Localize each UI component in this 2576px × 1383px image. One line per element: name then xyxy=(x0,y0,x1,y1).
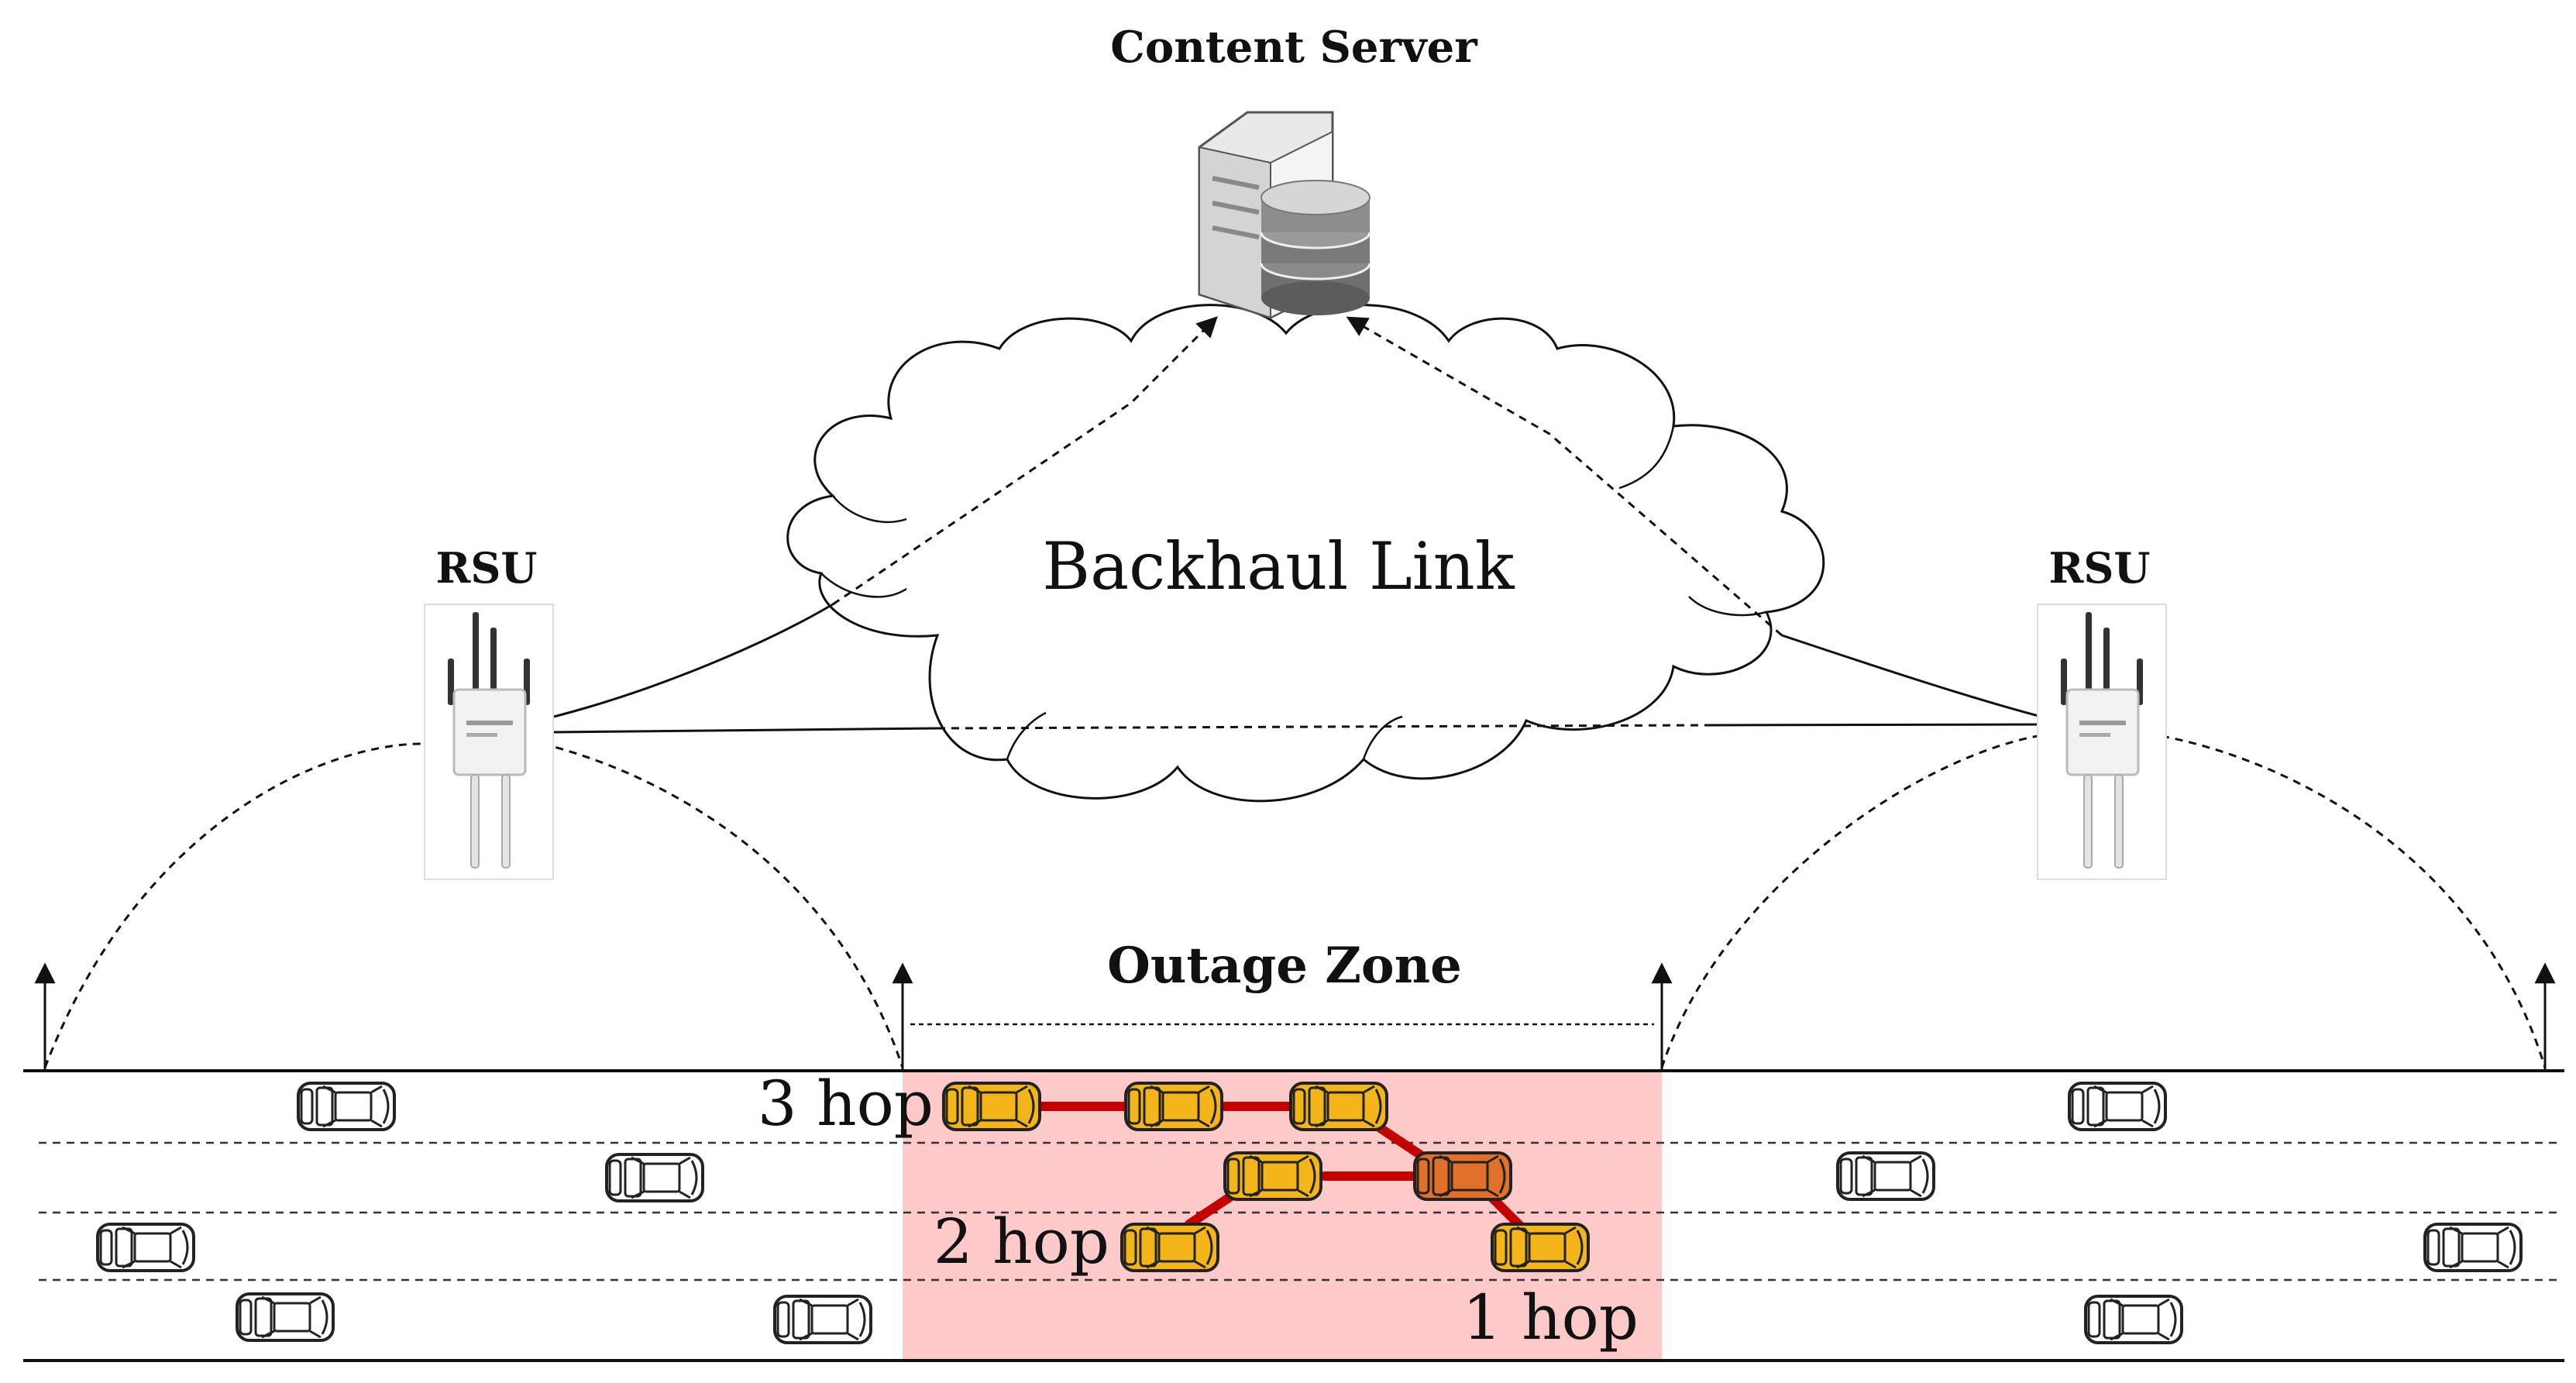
hop1-label: 1 hop xyxy=(1463,1282,1639,1354)
car-icon xyxy=(2068,1082,2167,1131)
coverage-arc-right xyxy=(1660,735,2547,1068)
hop-link xyxy=(1185,1189,1240,1229)
database-icon xyxy=(1260,180,1371,315)
vehicles-source xyxy=(1413,1151,1512,1201)
link-rsu-right-horizontal xyxy=(1704,723,2042,727)
car-icon xyxy=(96,1223,195,1272)
link-rsu-right-cloud xyxy=(1781,634,2042,718)
uplink-right xyxy=(1346,316,1783,637)
rsu-coverage xyxy=(43,735,2547,1068)
car-icon xyxy=(2084,1295,2183,1344)
car-icon xyxy=(942,1082,1041,1131)
server-database-icon xyxy=(1198,111,1371,319)
car-icon xyxy=(605,1153,704,1202)
car-icon xyxy=(1289,1082,1388,1131)
car-icon xyxy=(1413,1151,1512,1201)
rsu-left-label: RSU xyxy=(436,543,538,593)
hop-link xyxy=(1374,1123,1430,1163)
link-rsu-left-horizontal xyxy=(553,727,938,734)
backhaul-label: Backhaul Link xyxy=(1042,528,1515,604)
hop-links xyxy=(1033,1102,1527,1233)
car-icon xyxy=(773,1295,872,1344)
car-icon xyxy=(1491,1223,1590,1272)
car-icon xyxy=(1124,1082,1223,1131)
car-icon xyxy=(297,1082,396,1131)
server-label: Content Server xyxy=(1110,22,1478,73)
link-rsu-left-cloud xyxy=(553,603,834,718)
cloud-icon xyxy=(786,304,1825,803)
roadside-unit-icon xyxy=(424,604,554,880)
coverage-arc-left xyxy=(43,742,904,1068)
link-rsu-left-horizontal-dashed xyxy=(937,724,1705,730)
car-icon xyxy=(1120,1223,1219,1272)
car-icon xyxy=(1223,1151,1322,1201)
road xyxy=(23,1069,2564,1362)
backhaul-links xyxy=(553,316,2042,734)
hop2-label: 2 hop xyxy=(934,1206,1109,1278)
outage-zone-label: Outage Zone xyxy=(1107,937,1462,995)
car-icon xyxy=(1836,1151,1935,1201)
car-icon xyxy=(2423,1223,2523,1272)
coverage-boundaries xyxy=(34,962,2556,1069)
car-icon xyxy=(236,1292,335,1342)
roadside-unit-icon xyxy=(2037,604,2167,880)
hop3-label: 3 hop xyxy=(758,1068,934,1140)
rsu-right-label: RSU xyxy=(2049,543,2151,593)
